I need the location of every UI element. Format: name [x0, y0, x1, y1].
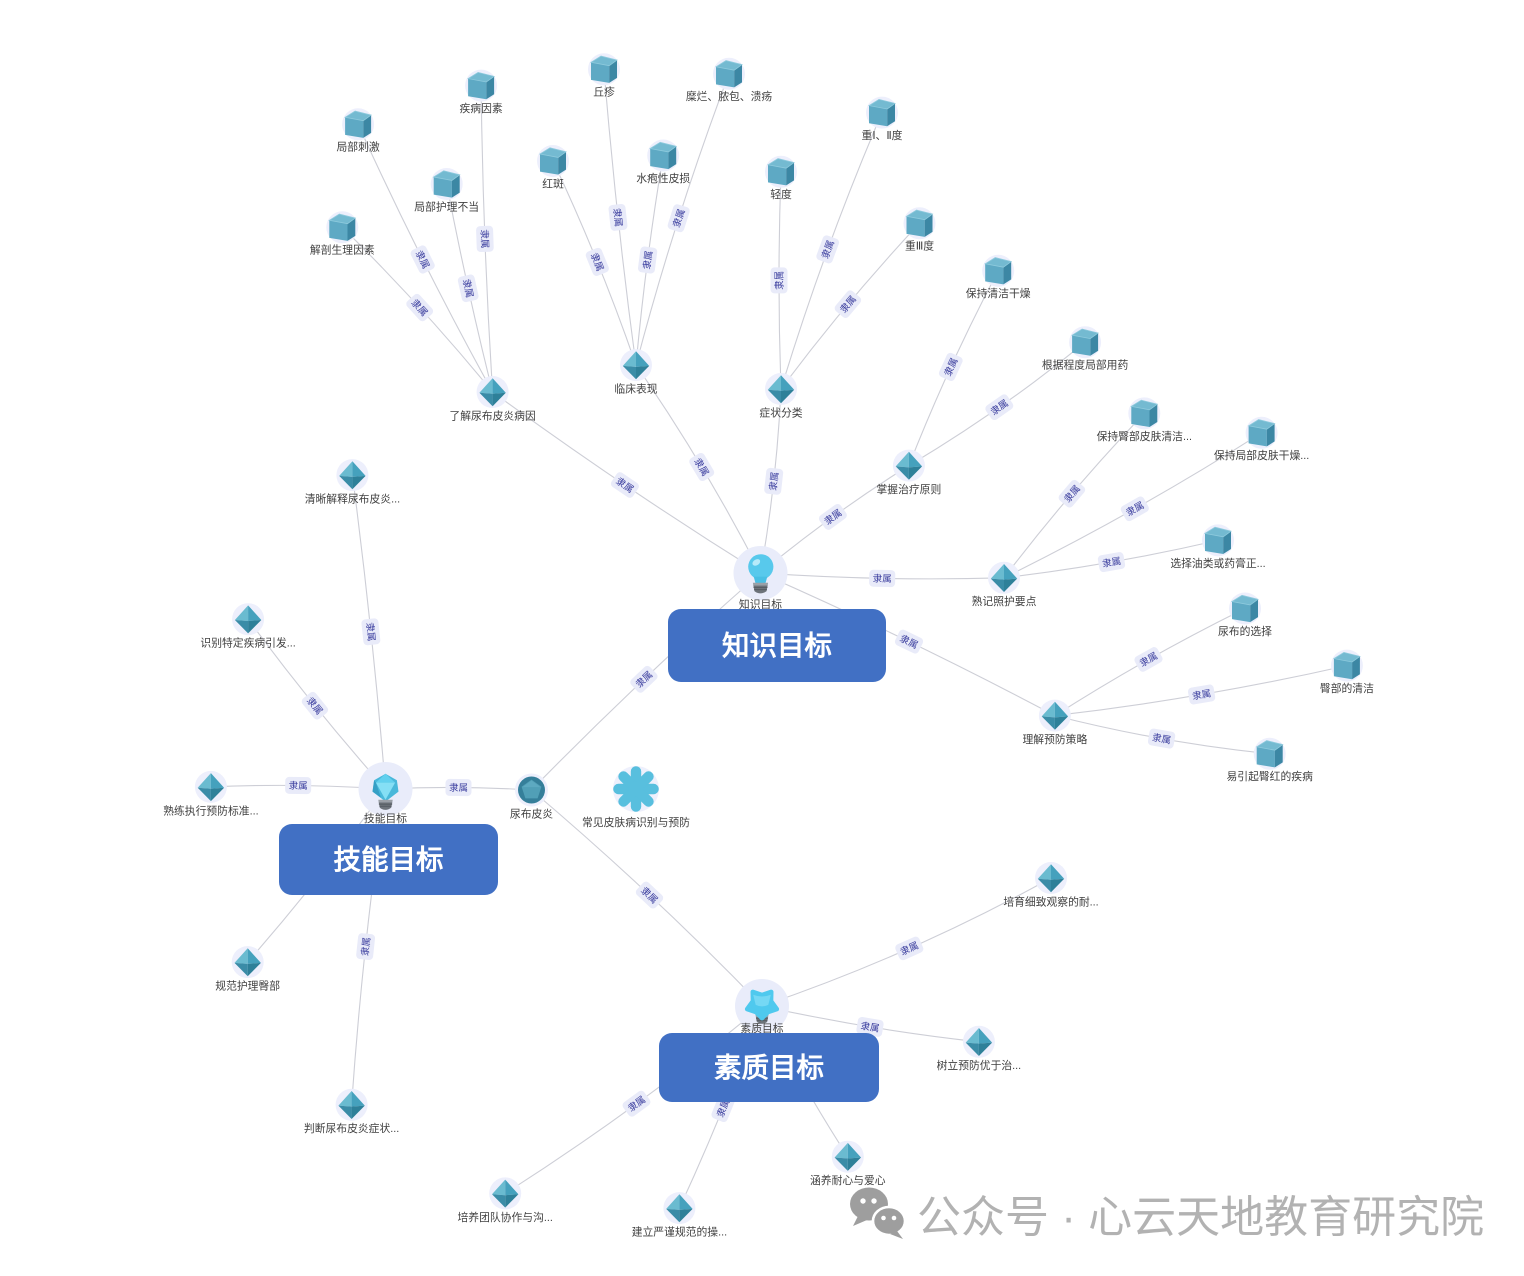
- svg-text:隶属: 隶属: [641, 250, 655, 270]
- svg-text:临床表现: 临床表现: [614, 382, 657, 396]
- svg-text:臀部的清洁: 臀部的清洁: [1320, 681, 1374, 695]
- svg-text:隶属: 隶属: [449, 782, 468, 794]
- svg-text:建立严谨规范的操...: 建立严谨规范的操...: [632, 1225, 727, 1239]
- svg-text:素质目标: 素质目标: [740, 1021, 783, 1035]
- svg-text:隶属: 隶属: [767, 471, 781, 491]
- svg-text:重Ⅰ、Ⅱ度: 重Ⅰ、Ⅱ度: [862, 128, 903, 142]
- svg-text:局部护理不当: 局部护理不当: [414, 199, 479, 213]
- svg-text:解剖生理因素: 解剖生理因素: [310, 243, 375, 257]
- svg-text:涵养耐心与爱心: 涵养耐心与爱心: [810, 1173, 886, 1187]
- svg-text:隶属: 隶属: [611, 207, 625, 227]
- svg-text:隶属: 隶属: [773, 271, 785, 290]
- svg-text:保持臀部皮肤清洁...: 保持臀部皮肤清洁...: [1097, 429, 1192, 443]
- svg-text:尿布皮炎: 尿布皮炎: [510, 807, 553, 820]
- svg-text:保持局部皮肤干燥...: 保持局部皮肤干燥...: [1214, 448, 1309, 462]
- svg-text:知识目标: 知识目标: [739, 597, 782, 611]
- svg-text:识别特定疾病引发...: 识别特定疾病引发...: [200, 636, 295, 650]
- svg-text:知识目标: 知识目标: [722, 630, 832, 661]
- svg-text:清晰解释尿布皮炎...: 清晰解释尿布皮炎...: [305, 492, 400, 506]
- svg-text:熟练执行预防标准...: 熟练执行预防标准...: [163, 803, 258, 817]
- svg-text:隶属: 隶属: [860, 1020, 881, 1035]
- svg-text:掌握治疗原则: 掌握治疗原则: [877, 482, 942, 496]
- svg-text:隶属: 隶属: [364, 622, 378, 642]
- svg-text:判断尿布皮炎症状...: 判断尿布皮炎症状...: [304, 1121, 399, 1135]
- svg-text:隶属: 隶属: [460, 278, 476, 299]
- svg-text:素质目标: 素质目标: [714, 1052, 824, 1083]
- svg-text:隶属: 隶属: [873, 573, 892, 585]
- svg-text:隶属: 隶属: [478, 229, 491, 248]
- svg-text:树立预防优于治...: 树立预防优于治...: [937, 1058, 1022, 1072]
- svg-text:选择油类或药膏正...: 选择油类或药膏正...: [1170, 556, 1265, 570]
- svg-text:隶属: 隶属: [1101, 555, 1122, 570]
- svg-text:技能目标: 技能目标: [364, 811, 407, 825]
- svg-text:规范护理臀部: 规范护理臀部: [215, 979, 280, 993]
- svg-text:隶属: 隶属: [1191, 687, 1212, 702]
- svg-text:保持清洁干燥: 保持清洁干燥: [966, 286, 1031, 300]
- svg-text:隶属: 隶属: [289, 780, 308, 792]
- svg-text:培养团队协作与沟...: 培养团队协作与沟...: [458, 1210, 553, 1224]
- svg-text:重Ⅲ度: 重Ⅲ度: [905, 239, 934, 253]
- svg-text:根据程度局部用药: 根据程度局部用药: [1042, 358, 1129, 372]
- svg-text:隶属: 隶属: [1151, 731, 1172, 746]
- svg-text:疾病因素: 疾病因素: [460, 101, 503, 115]
- svg-text:丘疹: 丘疹: [593, 85, 615, 99]
- svg-text:公众号 · 心云天地教育研究院: 公众号 · 心云天地教育研究院: [917, 1193, 1484, 1242]
- svg-text:隶属: 隶属: [670, 207, 687, 229]
- svg-text:轻度: 轻度: [770, 187, 792, 201]
- svg-text:常见皮肤病识别与预防: 常见皮肤病识别与预防: [582, 815, 690, 829]
- svg-text:局部刺激: 局部刺激: [337, 140, 380, 154]
- svg-text:隶属: 隶属: [359, 937, 373, 957]
- svg-text:水疱性皮损: 水疱性皮损: [636, 171, 690, 185]
- svg-text:了解尿布皮炎病因: 了解尿布皮炎病因: [449, 408, 535, 422]
- svg-text:糜烂、脓包、溃疡: 糜烂、脓包、溃疡: [686, 89, 773, 103]
- svg-text:熟记照护要点: 熟记照护要点: [972, 594, 1037, 608]
- svg-text:培育细致观察的耐...: 培育细致观察的耐...: [1003, 894, 1098, 908]
- svg-text:技能目标: 技能目标: [334, 844, 444, 875]
- svg-text:易引起臀红的疾病: 易引起臀红的疾病: [1227, 769, 1314, 783]
- svg-text:症状分类: 症状分类: [759, 405, 802, 419]
- svg-text:尿布的选择: 尿布的选择: [1218, 624, 1272, 638]
- svg-text:理解预防策略: 理解预防策略: [1023, 732, 1088, 746]
- svg-text:红斑: 红斑: [542, 177, 564, 190]
